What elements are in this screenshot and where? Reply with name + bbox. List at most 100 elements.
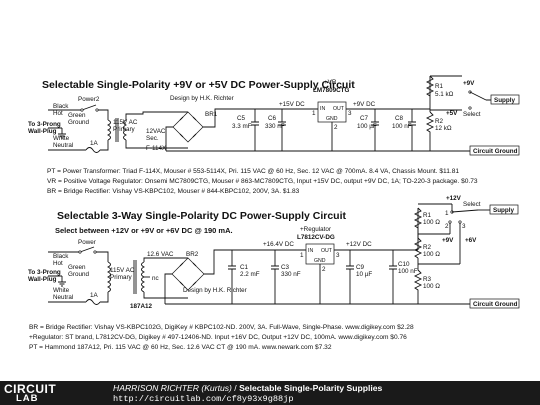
c2-note-bridge: BR = Bridge Rectifier: Vishay VS-KBPC102… xyxy=(29,324,414,331)
footer-author[interactable]: HARRISON RICHTER (Kurtus) xyxy=(113,383,232,393)
c1-capacitor-c7 xyxy=(371,109,379,142)
c1-primary-label-1: 115V AC xyxy=(113,119,138,126)
c2-capacitor-c1 xyxy=(228,250,236,304)
c1-r2-value: 12 kΩ xyxy=(435,125,452,132)
c2-select-wires xyxy=(418,203,461,265)
c1-r2-label: R2 xyxy=(435,118,444,125)
c1-c6-value: 330 nF xyxy=(265,123,285,130)
c2-reg-pin-1: 1 xyxy=(300,252,304,259)
c2-power-switch-contact-a xyxy=(78,250,82,254)
c1-supply-terminal xyxy=(490,94,520,105)
c1-c6-label: C6 xyxy=(268,115,277,122)
c2-c1-value: 2.2 mF xyxy=(240,271,260,278)
circuit-1-credit: Design by H.K. Richter xyxy=(170,95,234,102)
circuit-1-title: Selectable Single-Polarity +9V or +5V DC… xyxy=(42,79,355,91)
c2-c3-value: 330 nF xyxy=(281,271,301,278)
c1-power-switch-contact-b xyxy=(95,108,99,112)
c1-power-switch-contact-a xyxy=(80,108,84,112)
c2-circuit-ground-label: Circuit Ground xyxy=(473,301,518,308)
c1-transformer-primary-coil xyxy=(106,119,111,141)
c2-select-contact-2 xyxy=(448,220,452,224)
c2-r3-label: R3 xyxy=(423,276,432,283)
c2-select-switch[interactable] xyxy=(451,209,479,213)
c2-earth-ground-symbol xyxy=(58,281,66,287)
c2-capacitor-c3 xyxy=(271,250,279,304)
c1-capacitor-c6 xyxy=(278,109,286,142)
circuitlab-logo[interactable]: CIRCUIT LAB xyxy=(4,382,64,404)
c2-select-label: Select xyxy=(463,201,481,208)
c2-bridge-output-wires xyxy=(164,249,275,304)
c1-c7-value: 100 µF xyxy=(357,123,377,130)
c2-plug-label-1: To 3-Prong xyxy=(28,269,61,276)
c2-center-tap-nc-label: nc xyxy=(152,275,159,282)
c1-secondary-wires xyxy=(125,111,188,149)
c1-power-switch-label: Power2 xyxy=(78,96,100,103)
logo-text-top: CIRCUIT xyxy=(4,382,57,396)
c2-hot-label: Hot xyxy=(53,260,63,267)
c1-supply-label: Supply xyxy=(494,97,515,104)
c2-bridge-rectifier xyxy=(171,257,205,291)
footer-separator: / xyxy=(231,383,240,393)
c1-power-switch[interactable] xyxy=(81,104,97,111)
c1-circuit-ground-terminal xyxy=(469,145,520,156)
c2-ground-label: Ground xyxy=(68,271,90,278)
c2-select-pin-2: 2 xyxy=(445,223,449,230)
c1-ground-drops xyxy=(254,142,431,151)
c2-reg-pin-3: 3 xyxy=(336,252,340,259)
c1-green-label: Green xyxy=(68,112,86,119)
c1-net-15v-label: +15V DC xyxy=(279,101,305,108)
logo-text-bottom: LAB xyxy=(16,393,39,404)
c1-reg-pin-2: 2 xyxy=(334,124,338,131)
c2-c9-label: C9 xyxy=(356,264,365,271)
c1-resistor-r2 xyxy=(425,109,435,142)
c2-transformer-primary-coil xyxy=(106,261,111,293)
footer-circuit-title[interactable]: Selectable Single-Polarity Supplies xyxy=(239,383,383,393)
circuit-1: Selectable Single-Polarity +9V or +5V DC… xyxy=(28,75,520,195)
c2-reg-part-label: L7812CV-DG xyxy=(297,234,335,241)
c2-reg-in-pin: IN xyxy=(308,248,313,254)
c2-circuit-ground-terminal xyxy=(469,298,520,309)
c1-select-switch[interactable] xyxy=(469,91,487,101)
c1-transformer-secondary-coil xyxy=(123,119,128,141)
c1-primary-label-2: Primary xyxy=(113,126,136,133)
c2-reg-out-pin: OUT xyxy=(321,248,333,254)
c1-plug-label-2: Wall-Plug xyxy=(28,128,57,135)
footer-attribution: HARRISON RICHTER (Kurtus) / Selectable S… xyxy=(113,383,382,393)
c2-select-pin-1: 1 xyxy=(445,210,449,217)
c2-select-contact-3 xyxy=(458,220,462,224)
c2-reg-pin-2: 2 xyxy=(322,266,326,273)
c1-capacitor-c8 xyxy=(408,109,416,142)
c2-resistor-r1 xyxy=(413,207,423,229)
c1-neutral-wire xyxy=(48,140,109,151)
c1-ground-wire xyxy=(48,127,63,134)
c1-bridge-diodes xyxy=(179,116,197,138)
c1-reg-out-pin: OUT xyxy=(333,106,345,112)
c1-hot-wire xyxy=(48,109,109,120)
c2-supply-label: Supply xyxy=(493,207,514,214)
c1-r1-value: 5.1 kΩ xyxy=(435,91,454,98)
circuit-2-credit: Design by H.K. Richter xyxy=(183,287,247,294)
c1-c8-label: C8 xyxy=(395,115,404,122)
c1-hot-label: Hot xyxy=(53,110,63,117)
c1-resistor-r1 xyxy=(425,75,435,97)
c2-transformer-label: 187A12 xyxy=(130,303,153,310)
c1-transformer-label: F-114X xyxy=(146,145,167,152)
c1-c7-label: C7 xyxy=(360,115,369,122)
c2-power-switch[interactable] xyxy=(79,246,95,253)
c2-note-transformer: PT = Hammond 187A12, Pri. 115 VAC @ 60 H… xyxy=(29,344,332,351)
c2-select-pin-3: 3 xyxy=(462,223,466,230)
c2-out-12v-label: +12V xyxy=(446,195,462,202)
c2-secondary-label: 12.6 VAC xyxy=(147,251,174,258)
c1-fuse-symbol xyxy=(85,147,101,153)
c2-r1-label: R1 xyxy=(423,212,432,219)
c2-capacitor-c10 xyxy=(389,250,397,304)
c1-hot-color-label: Black xyxy=(53,103,69,110)
c1-c8-value: 100 nF xyxy=(392,123,412,130)
c1-neutral-color-label: White xyxy=(53,135,70,142)
c2-neutral-label: Neutral xyxy=(53,294,73,301)
c2-c3-label: C3 xyxy=(281,264,290,271)
footer-url-link[interactable]: http://circuitlab.com/cf8y93x9g88jp xyxy=(113,394,294,404)
c2-neutral-wire xyxy=(48,292,109,303)
c2-hot-color-label: Black xyxy=(53,253,69,260)
c2-capacitor-c9 xyxy=(346,250,354,304)
